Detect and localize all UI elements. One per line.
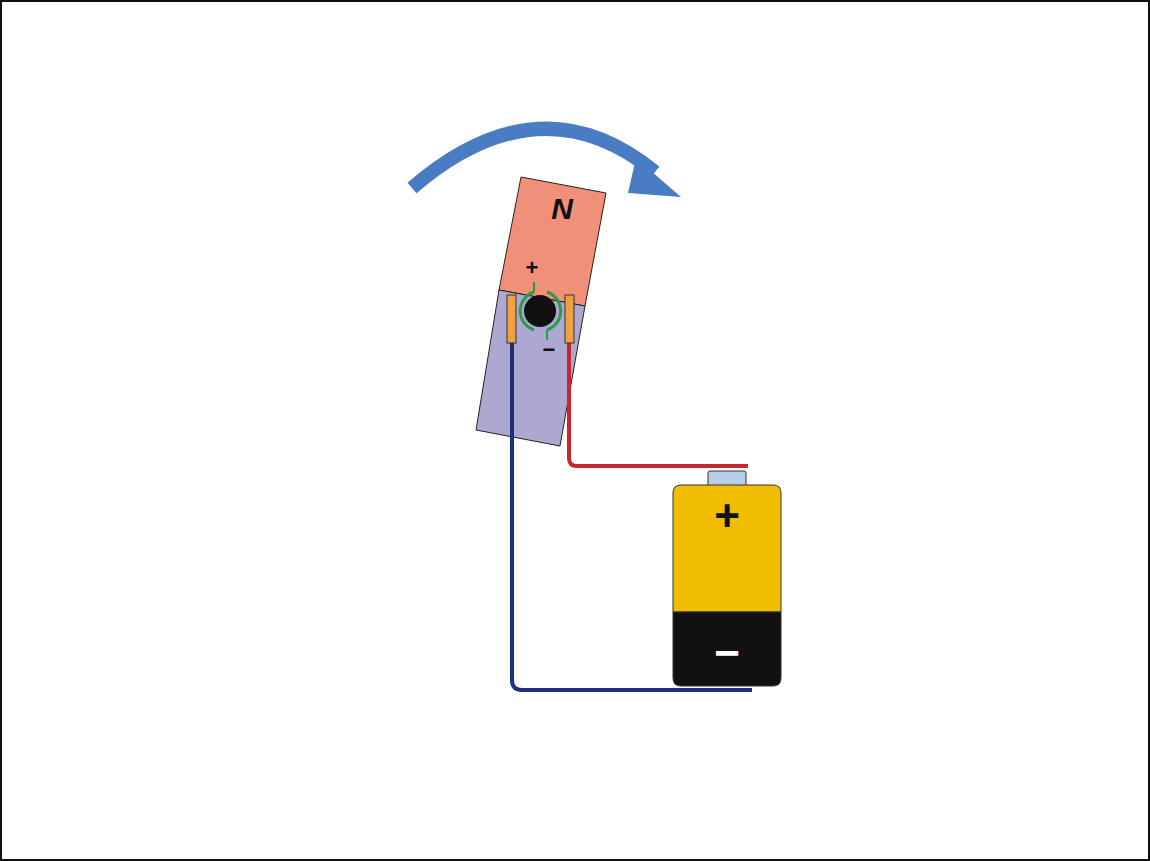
magnet-node: N + −: [476, 177, 606, 447]
positive-wire: [569, 340, 748, 466]
polarity-label: −: [714, 631, 740, 675]
magnet: [476, 177, 606, 446]
brush: [565, 295, 574, 343]
polarity-label: +: [714, 494, 740, 538]
battery: [673, 471, 781, 686]
polarity-label: N: [551, 194, 573, 224]
battery-bottom: [673, 612, 781, 686]
axle: [524, 295, 556, 327]
battery-node: +−: [673, 485, 781, 686]
polarity-label: −: [543, 339, 556, 361]
north-pole: [499, 177, 606, 306]
commutator-lead: [533, 282, 535, 292]
negative-wire: [512, 340, 752, 690]
brush: [507, 295, 516, 343]
polarity-label: +: [526, 257, 539, 279]
rotation-arrowhead: [628, 158, 681, 197]
battery-top: [673, 485, 781, 612]
